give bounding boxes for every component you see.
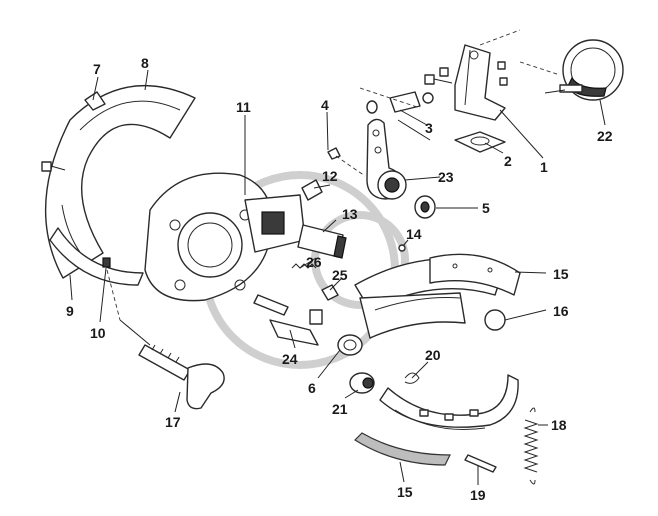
callout-3: 3: [425, 120, 433, 136]
callout-14: 14: [406, 226, 422, 242]
callout-17: 17: [165, 414, 181, 430]
lower-brake-shoe-part: [379, 374, 519, 431]
callout-23: 23: [438, 169, 454, 185]
small-pin-part: [398, 244, 406, 252]
slack-adjuster-part: [366, 118, 407, 200]
roller-pin-set-part: [253, 294, 323, 346]
callout-4: 4: [321, 97, 329, 113]
spider-plate-part: [144, 172, 306, 302]
callout-labels: 1 2 3 4 5 6 7 8 9 10 11 12 13 14 15 16 1…: [66, 55, 613, 503]
callout-16: 16: [553, 303, 569, 319]
callout-26: 26: [306, 254, 322, 270]
callout-22: 22: [597, 128, 613, 144]
callout-21: 21: [332, 401, 348, 417]
roller-part: [349, 372, 375, 394]
brake-chamber-part: [519, 39, 624, 101]
shoe-pin-part: [464, 454, 497, 473]
callout-9: 9: [66, 303, 74, 319]
bracket-bolts-part: [424, 61, 508, 86]
mounting-bracket-part: [454, 29, 521, 121]
anchor-bolt-part: [301, 179, 323, 201]
small-bolt-part: [102, 257, 121, 321]
washer-part: [414, 195, 436, 219]
callout-25: 25: [332, 267, 348, 283]
anchor-block-part: [297, 224, 347, 259]
retaining-clip-part: [404, 372, 420, 384]
callout-20: 20: [425, 347, 441, 363]
camshaft-part: [119, 319, 225, 410]
upper-lining-part: [429, 253, 521, 296]
clip-part: [84, 91, 106, 111]
leader-lines: [69, 69, 606, 485]
callout-15-top: 15: [553, 266, 569, 282]
callout-15-bottom: 15: [397, 484, 413, 500]
callout-12: 12: [322, 168, 338, 184]
callout-2: 2: [504, 153, 512, 169]
callout-5: 5: [482, 200, 490, 216]
callout-11: 11: [236, 99, 251, 115]
tension-spring-part: [523, 407, 539, 485]
spring-clip-part: [321, 284, 339, 301]
callout-13: 13: [342, 206, 358, 222]
callout-18: 18: [551, 417, 567, 433]
gasket-plate-part: [454, 131, 506, 153]
return-spring-part: [291, 263, 317, 269]
cam-bushing-part: [337, 334, 363, 356]
callout-8: 8: [141, 55, 149, 71]
callout-1: 1: [540, 159, 548, 175]
pin-part: [327, 147, 366, 177]
dust-shield-part: [44, 84, 196, 286]
callout-19: 19: [470, 487, 486, 503]
callout-6: 6: [308, 380, 316, 396]
callout-7: 7: [93, 61, 101, 77]
lower-lining-part: [354, 432, 451, 466]
adjuster-bolt-part: [359, 87, 434, 141]
callout-10: 10: [90, 325, 106, 341]
shield-bolts-part: [41, 161, 66, 172]
callout-24: 24: [282, 351, 298, 367]
